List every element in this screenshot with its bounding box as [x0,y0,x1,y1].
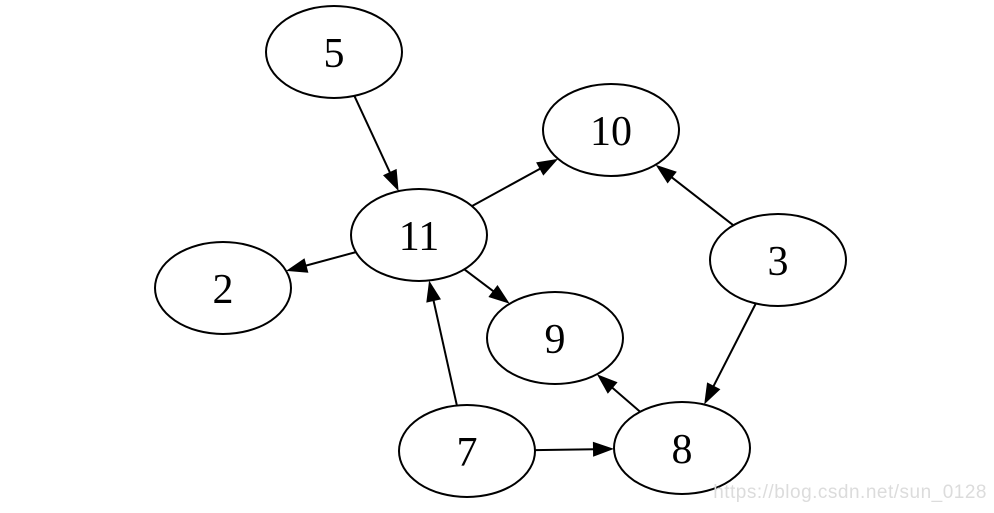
edge-line [711,303,757,389]
node-label: 8 [672,427,693,473]
node-ellipse [154,241,292,335]
node-ellipse [709,213,847,307]
edge-line [304,251,357,267]
node-label: 7 [457,430,478,476]
arrowhead-icon [426,280,441,303]
node-label: 3 [768,239,789,285]
edge-3-8 [704,303,757,405]
node-10: 10 [542,83,680,177]
node-label: 10 [590,109,632,155]
node-ellipse [613,401,751,495]
node-ellipse [542,83,680,177]
node-5: 5 [265,5,403,99]
edge-8-9 [596,374,641,413]
node-label: 11 [399,214,439,260]
node-label: 9 [545,317,566,363]
arrowhead-icon [596,374,618,394]
node-3: 3 [709,213,847,307]
node-7: 7 [398,404,536,498]
node-ellipse [486,291,624,385]
edge-7-11 [426,280,458,406]
arrowhead-icon [655,164,677,184]
edge-7-8 [534,441,614,457]
edge-line [669,175,735,227]
arrowhead-icon [286,258,309,273]
arrowhead-icon [488,285,510,304]
edge-5-11 [353,95,399,192]
arrowhead-icon [383,168,399,192]
node-8: 8 [613,401,751,495]
edge-3-10 [655,164,735,227]
node-ellipse [350,188,488,282]
node-ellipse [398,404,536,498]
edge-line [610,385,641,413]
edge-11-2 [286,251,357,273]
node-9: 9 [486,291,624,385]
edge-11-10 [471,158,559,207]
edge-line [534,448,596,452]
node-label: 2 [213,267,234,313]
edge-line [471,167,542,207]
node-label: 5 [324,31,345,77]
node-2: 2 [154,241,292,335]
arrowhead-icon [592,441,614,457]
edge-line [463,268,496,293]
edge-line [432,298,458,406]
edge-line [353,95,392,175]
arrowhead-icon [536,158,559,176]
edge-11-9 [463,268,510,304]
arrowhead-icon [704,382,721,405]
node-ellipse [265,5,403,99]
node-11: 11 [350,188,488,282]
